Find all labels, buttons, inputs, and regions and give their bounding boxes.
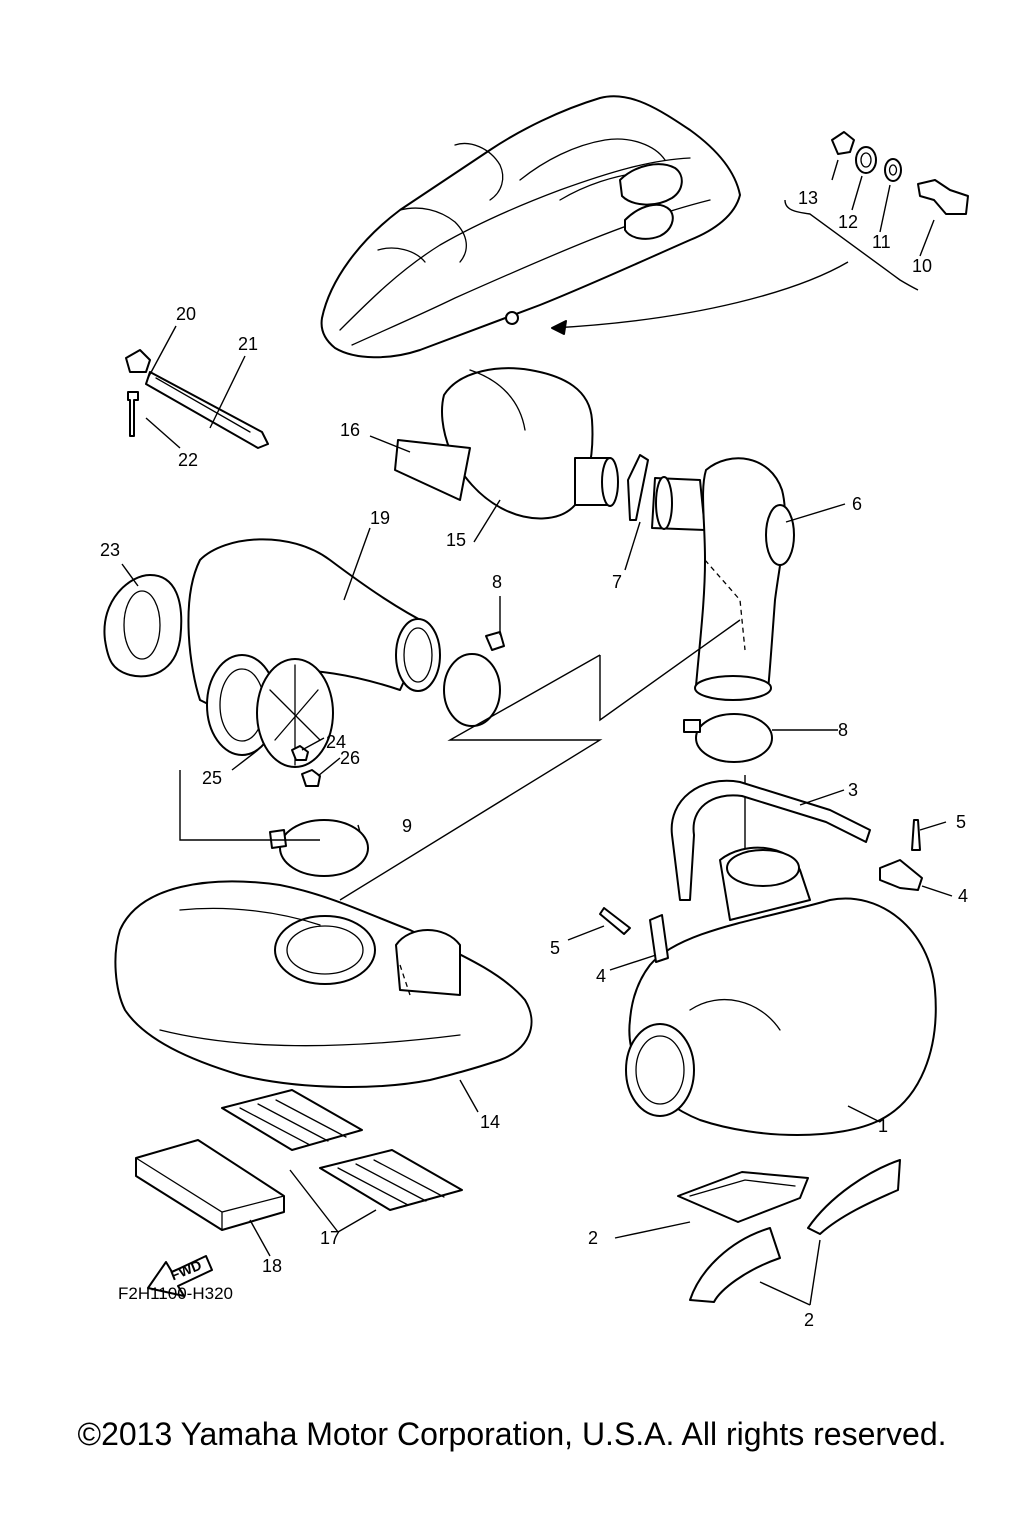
callout-21: 21	[238, 334, 259, 354]
callout-4-left: 4	[596, 966, 607, 986]
callout-4-right: 4	[958, 886, 969, 906]
clamp-band	[627, 454, 706, 531]
callout-12: 12	[838, 212, 859, 232]
callout-7: 7	[612, 572, 623, 592]
water-box-chamber	[114, 880, 533, 1088]
callout-13: 13	[798, 188, 819, 208]
intake-box	[394, 367, 619, 520]
copyright-notice: ©2013 Yamaha Motor Corporation, U.S.A. A…	[77, 1416, 947, 1452]
callout-20: 20	[176, 304, 197, 324]
leader-lines	[121, 159, 953, 1306]
muffler-foam-pads	[677, 1159, 901, 1303]
fwd-label: FWD	[168, 1256, 204, 1284]
callout-24: 24	[326, 732, 347, 752]
flange-assembly	[103, 574, 334, 787]
callout-16: 16	[340, 420, 361, 440]
callout-9: 9	[402, 816, 413, 836]
elbow-duct	[694, 457, 795, 701]
foam-pads	[135, 1089, 463, 1297]
callout-5-left: 5	[550, 938, 561, 958]
callout-2-left: 2	[588, 1228, 599, 1248]
callout-3: 3	[848, 780, 859, 800]
clip-and-cable-tie	[125, 349, 269, 449]
hose-clamps	[269, 631, 773, 877]
muffler-assembly	[599, 779, 937, 1136]
callout-26: 26	[340, 748, 361, 768]
callout-23: 23	[100, 540, 121, 560]
callout-19: 19	[370, 508, 391, 528]
callout-10: 10	[912, 256, 933, 276]
callout-1: 1	[878, 1116, 889, 1136]
callout-5-right: 5	[956, 812, 967, 832]
callout-18: 18	[262, 1256, 283, 1276]
callout-15: 15	[446, 530, 467, 550]
callout-17: 17	[320, 1228, 341, 1248]
callout-2-bottom: 2	[804, 1310, 815, 1330]
callout-25: 25	[202, 768, 223, 788]
callout-8-upper: 8	[492, 572, 503, 592]
callout-11: 11	[872, 232, 891, 252]
callout-14: 14	[480, 1112, 501, 1132]
callout-6: 6	[852, 494, 863, 514]
watercraft-illustration	[320, 95, 849, 359]
callout-8-lower: 8	[838, 720, 849, 740]
drain-plug-parts	[784, 131, 969, 291]
callout-22: 22	[178, 450, 199, 470]
figure-code: F2H1100-H320	[118, 1284, 233, 1303]
